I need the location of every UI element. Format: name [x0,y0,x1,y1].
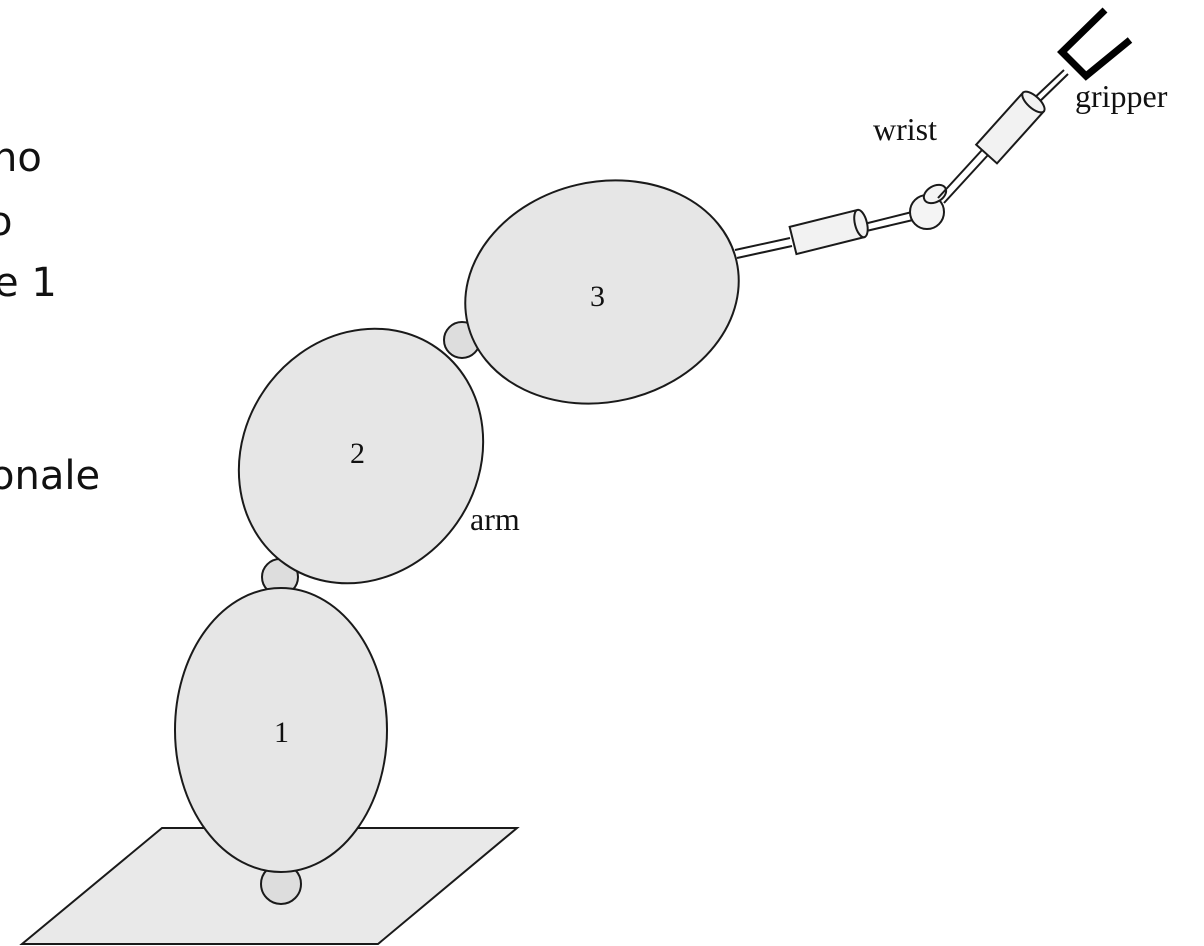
link-1 [174,587,388,873]
arm-label: arm [470,501,520,537]
forearm-cylinder [788,208,869,256]
link-label-1: 1 [274,716,289,749]
forearm-shaft [734,211,914,259]
wrist-label: wrist [873,111,937,147]
text-line-4: onale [0,453,101,499]
gripper-label: gripper [1075,78,1168,114]
link-label-3: 3 [590,280,605,313]
link-3 [464,179,740,405]
text-line-2: o [0,199,13,245]
link-2 [237,327,485,585]
wrist-joint [909,183,948,230]
text-line-1: no [0,135,42,181]
slide-text-fragment: no o e 1 onale [0,0,210,520]
text-line-3: e 1 [0,260,57,306]
gripper-fingers [1057,7,1133,81]
wrist-cylinder [974,90,1046,165]
link-label-2: 2 [350,437,365,470]
